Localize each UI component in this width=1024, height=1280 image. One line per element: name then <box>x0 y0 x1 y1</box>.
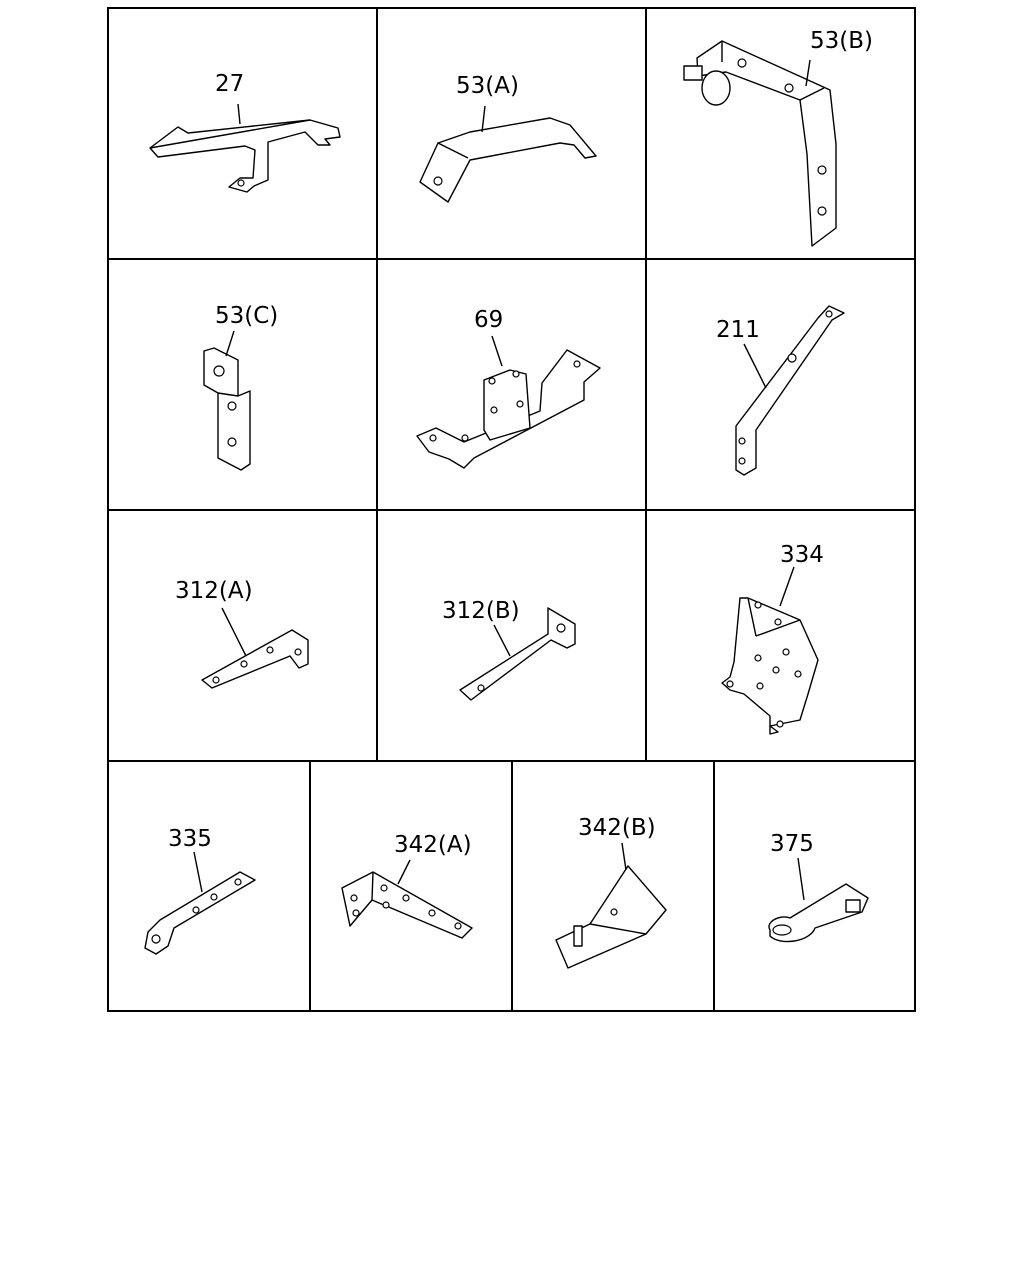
part-69-cell: 69 <box>416 307 601 469</box>
part-375-label: 375 <box>770 831 814 857</box>
part-69-bracket <box>416 349 601 469</box>
part-53a-bracket <box>419 117 597 203</box>
part-27-cell: 27 <box>149 71 341 193</box>
part-211-bracket <box>735 305 845 476</box>
part-53a-cell: 53(A) <box>419 73 597 203</box>
part-342a-label: 342(A) <box>394 832 472 858</box>
part-335-bracket <box>144 871 256 955</box>
part-53b-label: 53(B) <box>810 28 873 54</box>
part-27-bracket <box>149 119 341 193</box>
part-53c-cell: 53(C) <box>203 303 278 471</box>
part-53c-bracket <box>203 347 251 471</box>
part-342b-label: 342(B) <box>578 815 656 841</box>
grid-frame <box>107 7 916 1012</box>
part-27-label: 27 <box>215 71 244 97</box>
part-312a-cell: 312(A) <box>175 578 309 689</box>
part-69-label: 69 <box>474 307 503 333</box>
part-342a-cell: 342(A) <box>341 832 473 939</box>
part-334-label: 334 <box>780 542 824 568</box>
part-53b-cell: 53(B) <box>683 28 873 247</box>
part-342b-bracket <box>555 865 667 969</box>
part-334-bracket <box>721 597 819 735</box>
part-335-label: 335 <box>168 826 212 852</box>
part-53c-label: 53(C) <box>215 303 278 329</box>
part-375-cell: 375 <box>768 831 869 943</box>
part-312b-label: 312(B) <box>442 598 520 624</box>
part-312b-cell: 312(B) <box>442 598 576 701</box>
part-334-cell: 334 <box>721 542 824 735</box>
part-53a-label: 53(A) <box>456 73 519 99</box>
part-342b-cell: 342(B) <box>555 815 667 969</box>
part-375-bracket <box>768 883 869 943</box>
part-312b-bracket <box>459 607 576 701</box>
part-335-cell: 335 <box>144 826 256 955</box>
part-211-cell: 211 <box>716 305 845 476</box>
part-211-label: 211 <box>716 317 760 343</box>
part-312a-bracket <box>201 629 309 689</box>
part-342a-bracket <box>341 871 473 939</box>
part-312a-label: 312(A) <box>175 578 253 604</box>
